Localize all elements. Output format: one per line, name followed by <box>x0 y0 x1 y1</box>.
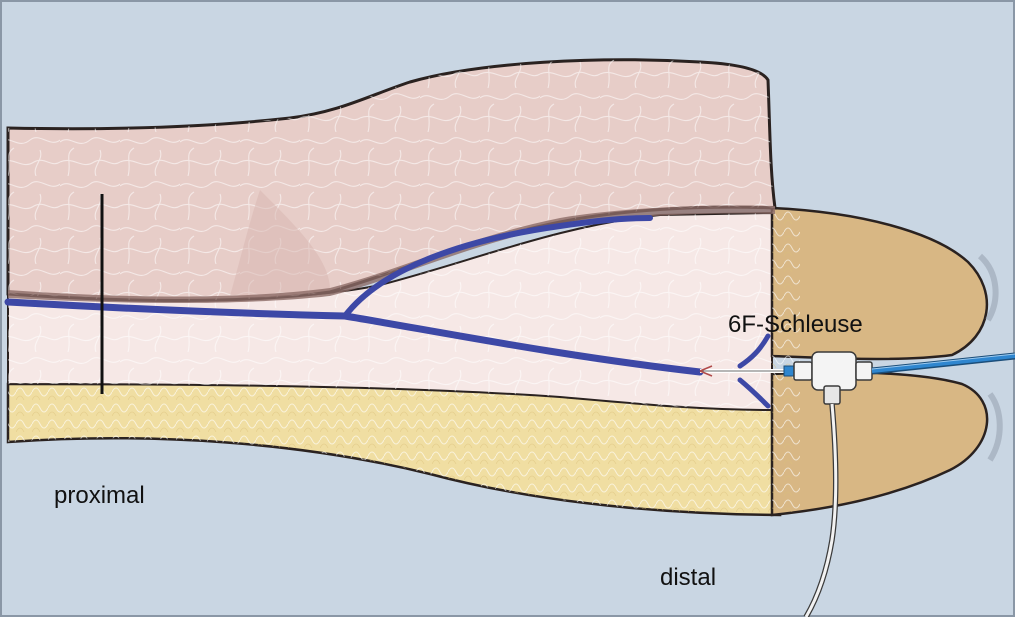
sheath-cap-blue <box>784 366 794 376</box>
sheath-label: 6F-Schleuse <box>728 313 863 337</box>
sheath-connector <box>794 362 812 380</box>
sheath-back-cap <box>856 362 872 380</box>
proximal-label: proximal <box>54 484 145 508</box>
sheath-hub <box>812 352 856 390</box>
distal-label: distal <box>660 566 716 590</box>
sheath-valve <box>824 386 840 404</box>
